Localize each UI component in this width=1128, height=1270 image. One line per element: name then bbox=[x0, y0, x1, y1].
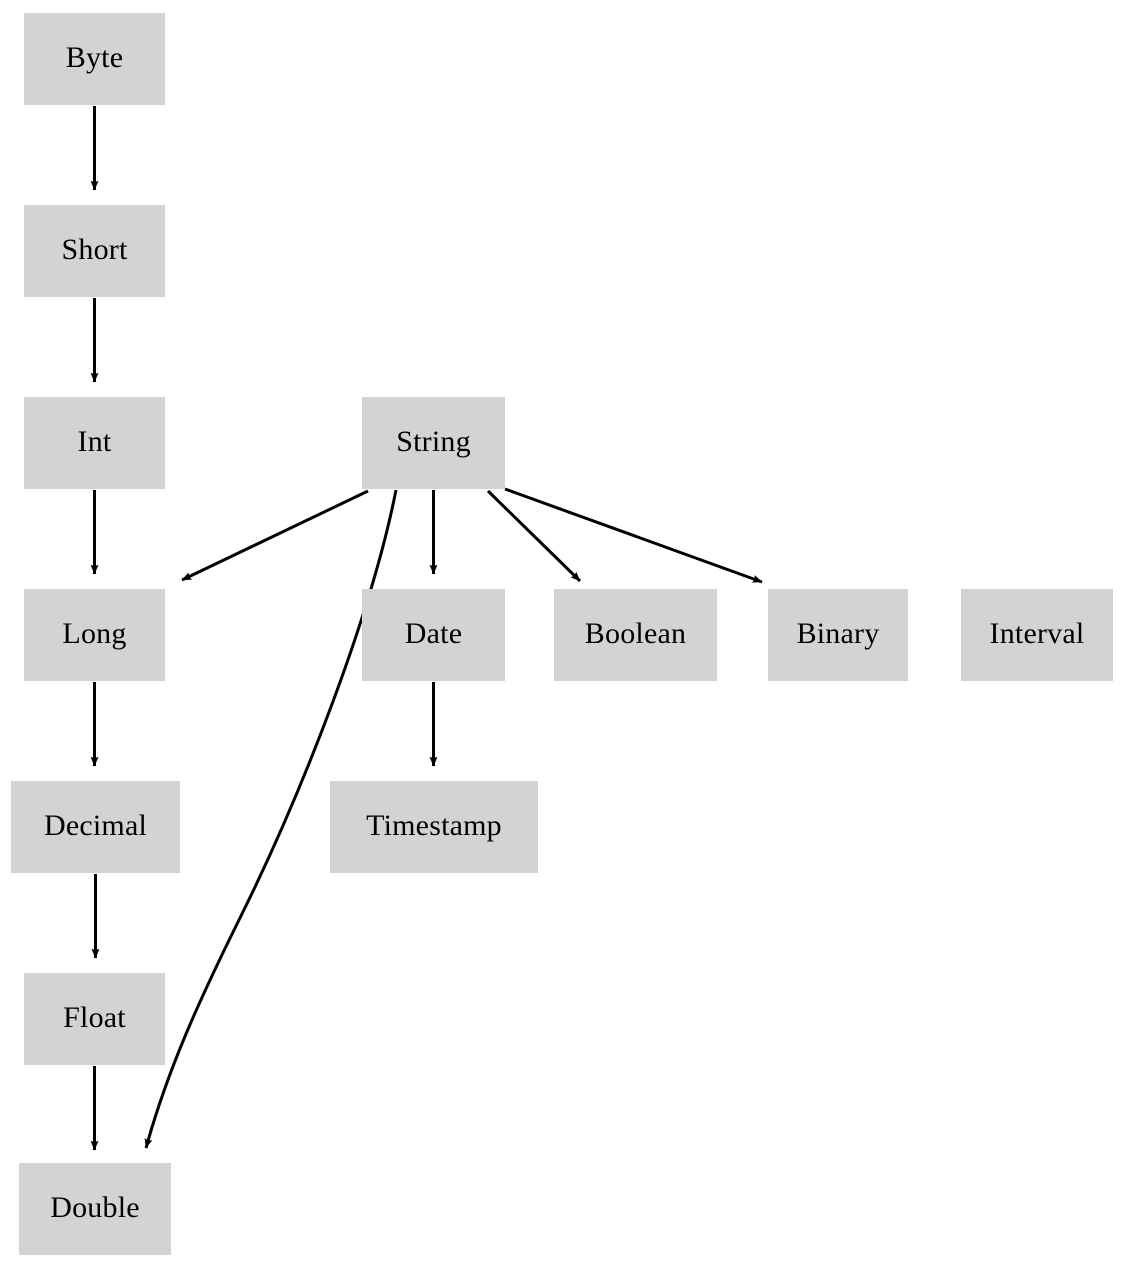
node-binary[interactable]: Binary bbox=[768, 589, 908, 681]
node-decimal[interactable]: Decimal bbox=[11, 781, 180, 873]
node-interval[interactable]: Interval bbox=[961, 589, 1113, 681]
node-label-byte: Byte bbox=[65, 41, 124, 74]
node-int[interactable]: Int bbox=[24, 397, 165, 489]
edge-string-binary bbox=[504, 487, 763, 584]
node-boolean[interactable]: Boolean bbox=[554, 589, 717, 681]
node-label-float: Float bbox=[63, 1001, 126, 1034]
node-label-boolean: Boolean bbox=[584, 617, 687, 650]
node-label-timestamp: Timestamp bbox=[366, 809, 502, 842]
node-label-date: Date bbox=[404, 617, 463, 650]
node-double[interactable]: Double bbox=[19, 1163, 171, 1255]
node-label-string: String bbox=[396, 425, 471, 458]
node-long[interactable]: Long bbox=[24, 589, 165, 681]
edge-string-boolean bbox=[486, 489, 582, 583]
node-label-interval: Interval bbox=[989, 617, 1085, 650]
node-label-decimal: Decimal bbox=[43, 809, 148, 842]
edge-string-long bbox=[181, 489, 369, 582]
node-date[interactable]: Date bbox=[362, 589, 505, 681]
node-label-long: Long bbox=[62, 617, 127, 650]
node-float[interactable]: Float bbox=[24, 973, 165, 1065]
node-label-int: Int bbox=[77, 425, 112, 458]
node-label-double: Double bbox=[50, 1191, 140, 1224]
node-short[interactable]: Short bbox=[24, 205, 165, 297]
node-label-short: Short bbox=[61, 233, 128, 266]
node-byte[interactable]: Byte bbox=[24, 13, 165, 105]
node-string[interactable]: String bbox=[362, 397, 505, 489]
node-timestamp[interactable]: Timestamp bbox=[330, 781, 538, 873]
node-label-binary: Binary bbox=[796, 617, 880, 650]
